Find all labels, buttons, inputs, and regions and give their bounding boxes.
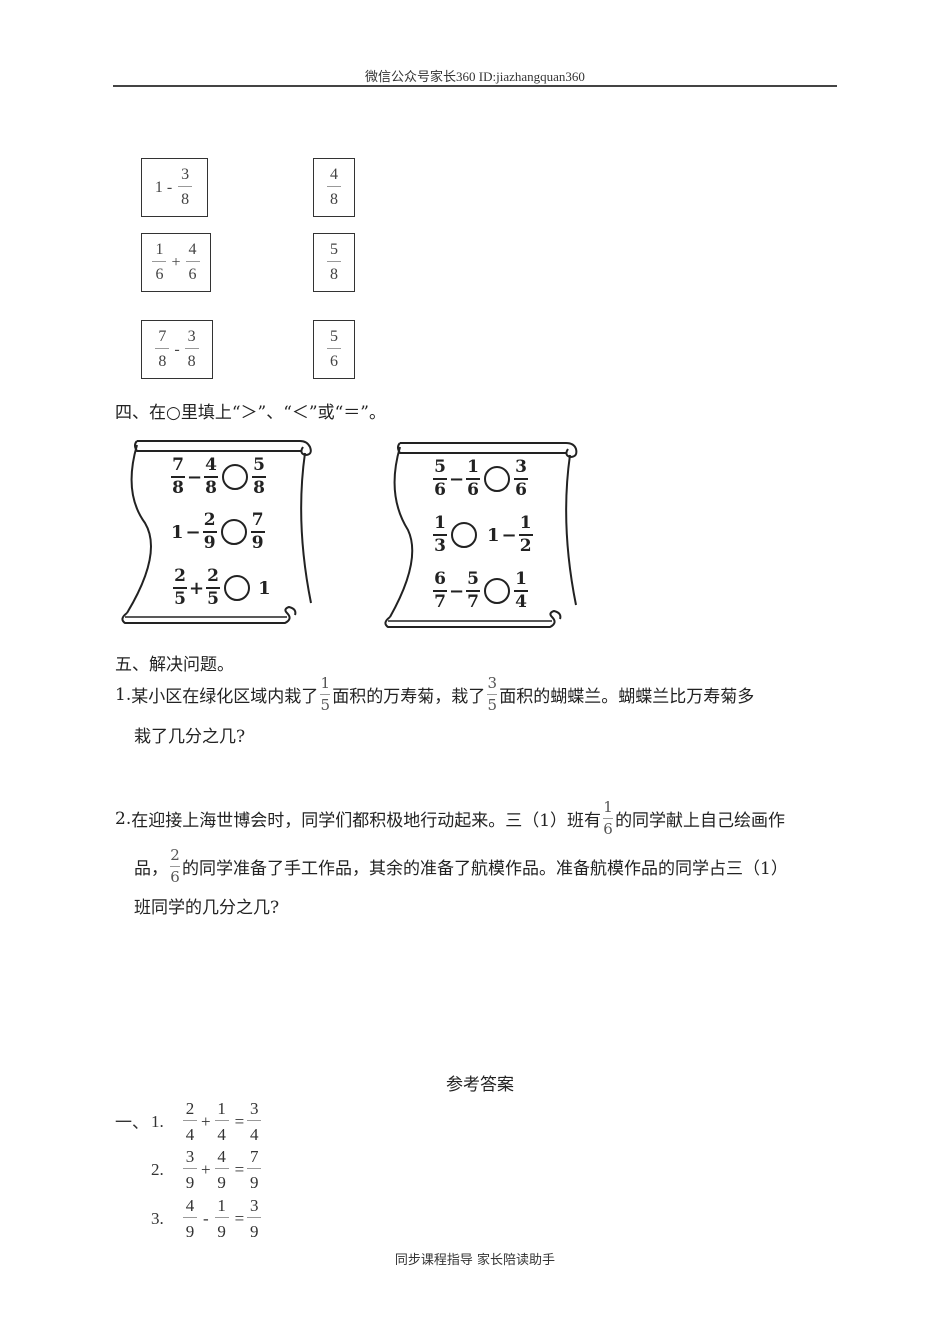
question-2-line-3: 班同学的几分之几? — [134, 898, 280, 918]
scroll-right — [378, 435, 588, 630]
scroll-left — [115, 433, 325, 628]
question-1-line-2: 栽了几分之几? — [134, 727, 246, 747]
answer-circle[interactable] — [484, 466, 511, 492]
scroll-frame-icon — [384, 442, 578, 628]
page-footer: 同步课程指导 家长陪读助手 — [394, 1253, 556, 1268]
answer-circle[interactable] — [220, 519, 247, 545]
section-5-title: 五、解决问题。 — [115, 655, 234, 675]
operator: + — [171, 253, 181, 271]
scroll-frame-icon — [121, 440, 312, 624]
answer-circle[interactable] — [222, 464, 249, 490]
answers-title: 参考答案 — [446, 1075, 514, 1095]
answer-circle[interactable] — [484, 578, 511, 604]
answer-circle[interactable] — [224, 575, 251, 601]
header-divider — [113, 85, 837, 87]
operator: - — [174, 340, 180, 358]
answer-circle[interactable] — [451, 522, 477, 548]
section-4-title: 四、在○里填上“＞”、“＜”或“＝”。 — [115, 403, 386, 423]
expression-prefix: 1 - — [154, 178, 173, 196]
answers-prefix: 一、 — [115, 1113, 149, 1132]
page-header: 微信公众号家长360 ID:jiazhangquan360 — [365, 69, 585, 84]
